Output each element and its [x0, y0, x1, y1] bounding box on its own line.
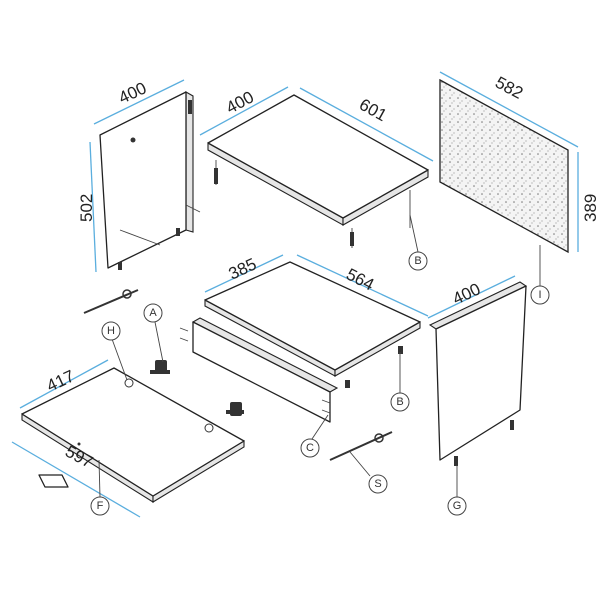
shelf [204, 261, 421, 388]
leg-fitting-a2 [226, 402, 244, 416]
svg-text:F: F [97, 500, 104, 512]
svg-text:G: G [453, 500, 462, 512]
callout-b-shelf: B [390, 392, 410, 412]
svg-text:I: I [538, 289, 541, 301]
back-panel [439, 78, 569, 254]
callout-h: H [101, 321, 121, 341]
leg-fitting-a1 [150, 360, 170, 374]
connector-rod-s [329, 431, 393, 461]
svg-text:B: B [414, 255, 421, 267]
dimension-label: 582 [492, 73, 526, 103]
callout-g: G [447, 496, 467, 516]
dimension-label: 400 [223, 87, 257, 117]
dimension-label: 400 [116, 78, 150, 107]
plinth-clip [38, 474, 69, 488]
callout-b-top: B [408, 251, 428, 271]
callout-a: A [143, 303, 163, 323]
front-rail [179, 317, 339, 423]
top-panel [207, 94, 429, 248]
right-side-panel [428, 281, 528, 466]
callout-f: F [90, 496, 110, 516]
dimension-label: 601 [356, 95, 390, 125]
svg-text:S: S [374, 478, 381, 490]
callout-c: C [300, 438, 320, 458]
dim-back-height: 389 [577, 152, 600, 252]
bottom-panel [21, 367, 245, 503]
dimension-label: 389 [581, 194, 600, 222]
left-side-panel [99, 91, 201, 270]
hinge-rod [83, 289, 139, 314]
svg-text:A: A [149, 307, 157, 319]
dimension-label: 502 [77, 194, 96, 222]
callout-s: S [368, 474, 388, 494]
callout-i: I [530, 285, 550, 305]
svg-text:H: H [107, 325, 115, 337]
svg-text:C: C [306, 442, 314, 454]
svg-text:B: B [396, 396, 403, 408]
dim-side-left-height: 502 [77, 141, 97, 273]
